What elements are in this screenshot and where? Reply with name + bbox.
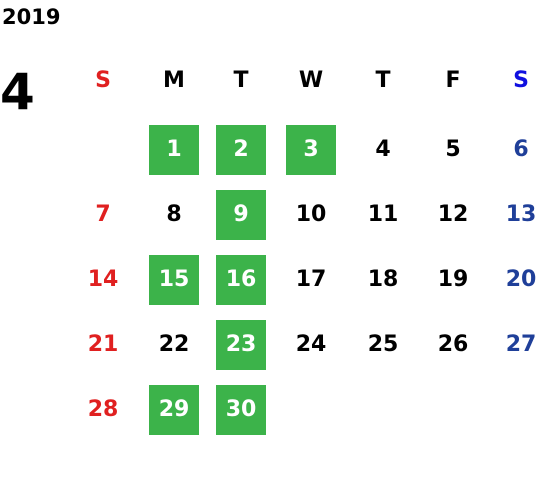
weekday-header-4: T bbox=[375, 68, 391, 93]
day-cell-highlighted[interactable]: 1 bbox=[149, 125, 199, 175]
day-cell[interactable]: 27 bbox=[505, 332, 537, 357]
day-cell[interactable]: 13 bbox=[505, 202, 537, 227]
day-cell[interactable]: 28 bbox=[87, 397, 119, 422]
day-cell-highlighted[interactable]: 30 bbox=[216, 385, 266, 435]
day-cell-highlighted[interactable]: 29 bbox=[149, 385, 199, 435]
day-cell[interactable]: 8 bbox=[166, 202, 182, 227]
weekday-header-5: F bbox=[445, 68, 461, 93]
day-cell-highlighted[interactable]: 23 bbox=[216, 320, 266, 370]
day-cell[interactable]: 25 bbox=[367, 332, 399, 357]
day-cell[interactable]: 17 bbox=[295, 267, 327, 292]
day-cell-highlighted[interactable]: 3 bbox=[286, 125, 336, 175]
weekday-header-0: S bbox=[95, 68, 111, 93]
day-cell-highlighted[interactable]: 9 bbox=[216, 190, 266, 240]
day-cell[interactable]: 11 bbox=[367, 202, 399, 227]
weekday-header-1: M bbox=[163, 68, 185, 93]
day-cell[interactable]: 18 bbox=[367, 267, 399, 292]
month-number: 4 bbox=[0, 63, 35, 121]
year-label: 2019 bbox=[2, 5, 61, 29]
day-cell[interactable]: 7 bbox=[95, 202, 111, 227]
day-cell[interactable]: 12 bbox=[437, 202, 469, 227]
day-cell-highlighted[interactable]: 2 bbox=[216, 125, 266, 175]
day-cell-highlighted[interactable]: 15 bbox=[149, 255, 199, 305]
weekday-header-3: W bbox=[298, 68, 324, 93]
day-cell-highlighted[interactable]: 16 bbox=[216, 255, 266, 305]
day-cell[interactable]: 10 bbox=[295, 202, 327, 227]
day-cell[interactable]: 21 bbox=[87, 332, 119, 357]
day-cell[interactable]: 4 bbox=[375, 137, 391, 162]
day-cell[interactable]: 14 bbox=[87, 267, 119, 292]
weekday-header-2: T bbox=[233, 68, 249, 93]
day-cell[interactable]: 20 bbox=[505, 267, 537, 292]
day-cell[interactable]: 5 bbox=[445, 137, 461, 162]
day-cell[interactable]: 26 bbox=[437, 332, 469, 357]
day-cell[interactable]: 6 bbox=[513, 137, 529, 162]
day-cell[interactable]: 19 bbox=[437, 267, 469, 292]
weekday-header-6: S bbox=[513, 68, 529, 93]
day-cell[interactable]: 24 bbox=[295, 332, 327, 357]
day-cell[interactable]: 22 bbox=[158, 332, 190, 357]
